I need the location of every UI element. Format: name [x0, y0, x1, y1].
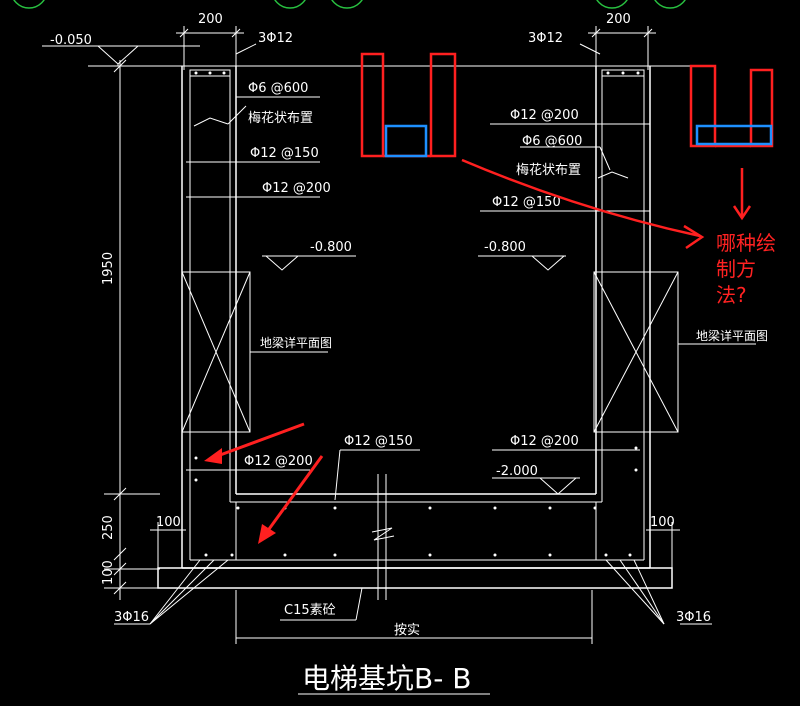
side-dims: [150, 522, 680, 568]
break-line: [371, 474, 395, 600]
rebar-bottom-center: Φ12 @150: [344, 434, 413, 449]
right-leaders: [480, 123, 650, 212]
rebar-left-tie: Φ6 @600: [248, 81, 308, 96]
elevation-bottom: -2.000: [496, 464, 538, 479]
rebar-left-bottom: Φ12 @200: [244, 454, 313, 469]
dim-100-right: 100: [650, 515, 675, 530]
bottom-notes: [235, 587, 593, 644]
top-width-dims: [176, 26, 656, 70]
left-leaders: [186, 96, 320, 198]
rebar-left-horiz: Φ12 @200: [262, 181, 331, 196]
rebar-bottom-right: Φ12 @200: [510, 434, 579, 449]
mid-elevation-markers: [262, 255, 566, 271]
beam-note-right: 地梁详平面图: [696, 328, 768, 343]
dim-200-right: 200: [606, 12, 631, 27]
annotation-line-3: 法?: [716, 283, 747, 307]
dim-100-left: 100: [156, 515, 181, 530]
dim-100-vertical: 100: [101, 560, 116, 585]
soil-note: 按实: [394, 623, 420, 638]
corner-leaders: [114, 559, 712, 625]
sketch-right: [689, 64, 774, 148]
ground-beams: [181, 271, 756, 433]
annotation-arrows: [204, 158, 752, 544]
rebar-left-vert: Φ12 @150: [250, 146, 319, 161]
cushion-note: C15素砼: [284, 603, 336, 618]
dim-200-left: 200: [198, 12, 223, 27]
grid-bubbles: [13, 0, 686, 9]
annotation-line-1: 哪种绘: [716, 231, 776, 255]
rebar-top-left: 3Φ12: [258, 31, 293, 46]
dim-250: 250: [101, 515, 116, 540]
beam-note-left: 地梁详平面图: [260, 335, 332, 350]
vertical-dimension: [104, 59, 160, 600]
sketch-left: [360, 52, 457, 158]
rebar-corner-right: 3Φ16: [676, 610, 711, 625]
rebar-left-tie-note: 梅花状布置: [248, 110, 313, 126]
elevation-mid-right: -0.800: [484, 240, 526, 255]
dim-1950: 1950: [101, 252, 116, 285]
elevation-top-text: -0.050: [50, 33, 92, 48]
top-elevation-marker: [42, 45, 700, 67]
rebar-right-horiz: Φ12 @200: [510, 108, 579, 123]
drawing-title: 电梯基坑B- B: [302, 662, 471, 695]
pit-structure: [157, 66, 673, 589]
rebar-right-vert: Φ12 @150: [492, 195, 561, 210]
bottom-leaders: [186, 449, 640, 501]
rebar-top-right: 3Φ12: [528, 31, 563, 46]
rebar-corner-left: 3Φ16: [114, 610, 149, 625]
elevation-mid-left: -0.800: [310, 240, 352, 255]
annotation-line-2: 制方: [716, 257, 756, 281]
rebar-right-tie: Φ6 @600: [522, 134, 582, 149]
rebar-right-tie-note: 梅花状布置: [516, 162, 581, 178]
